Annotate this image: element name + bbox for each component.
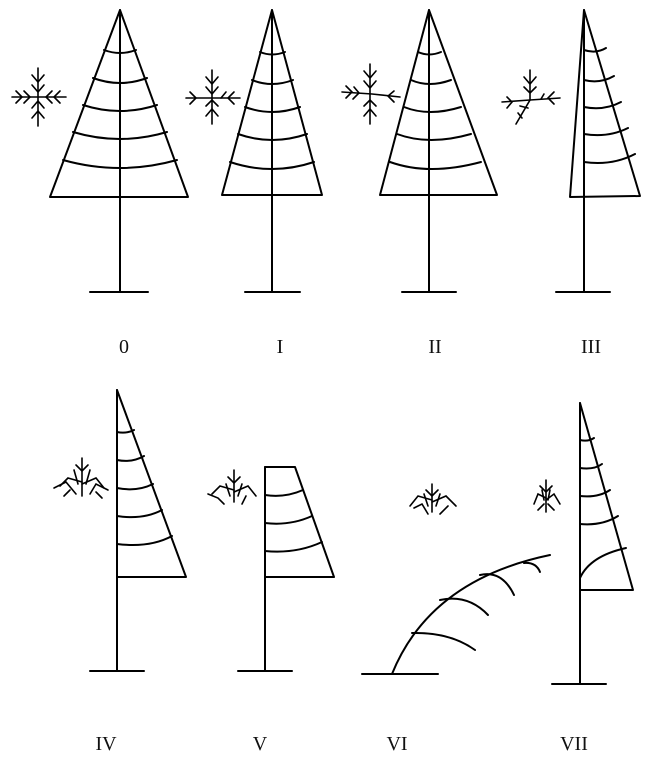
stage-6-fallen-stem xyxy=(391,554,551,675)
stage-3-group xyxy=(501,9,641,293)
stage-7-group xyxy=(533,402,634,685)
stage-0-group xyxy=(11,9,189,293)
stage-label-ii: II xyxy=(428,336,442,358)
stage-6-shoot-icon xyxy=(409,483,457,515)
stage-3-shoot-icon xyxy=(501,69,561,125)
stage-4-group xyxy=(53,389,187,672)
stage-6-branches xyxy=(411,561,541,651)
stage-5-whorls xyxy=(264,489,323,553)
stage-1-shoot-icon xyxy=(185,69,241,125)
stage-4-crown xyxy=(116,389,187,578)
stage-1-group xyxy=(185,9,323,293)
stage-7-shoot-icon xyxy=(533,479,561,513)
stage-2-shoot-icon xyxy=(341,63,401,125)
stage-0-whorls xyxy=(62,49,178,169)
stage-label-0: 0 xyxy=(119,336,129,358)
stage-3-whorls xyxy=(583,47,636,164)
stage-label-vii: VII xyxy=(560,733,588,755)
stage-label-iii: III xyxy=(581,336,601,358)
stage-5-shoot-icon xyxy=(207,469,257,505)
stage-4-shoot-icon xyxy=(53,457,109,499)
stage-4-whorls xyxy=(116,429,173,546)
stage-2-group xyxy=(341,9,498,293)
stage-label-iv: IV xyxy=(95,733,117,755)
stage-6-group xyxy=(361,483,551,675)
stage-label-v: V xyxy=(252,733,268,755)
stage-5-group xyxy=(207,466,335,672)
stage-label-i: I xyxy=(276,336,284,358)
stage-3-crown xyxy=(569,9,641,198)
stage-1-whorls xyxy=(229,51,315,170)
stage-2-whorls xyxy=(389,51,482,170)
stage-7-whorls xyxy=(579,437,627,579)
stage-label-vi: VI xyxy=(386,733,408,755)
stage-0-shoot-icon xyxy=(11,67,67,127)
stage-2-crown xyxy=(379,9,498,196)
stage-5-crown xyxy=(264,466,335,578)
